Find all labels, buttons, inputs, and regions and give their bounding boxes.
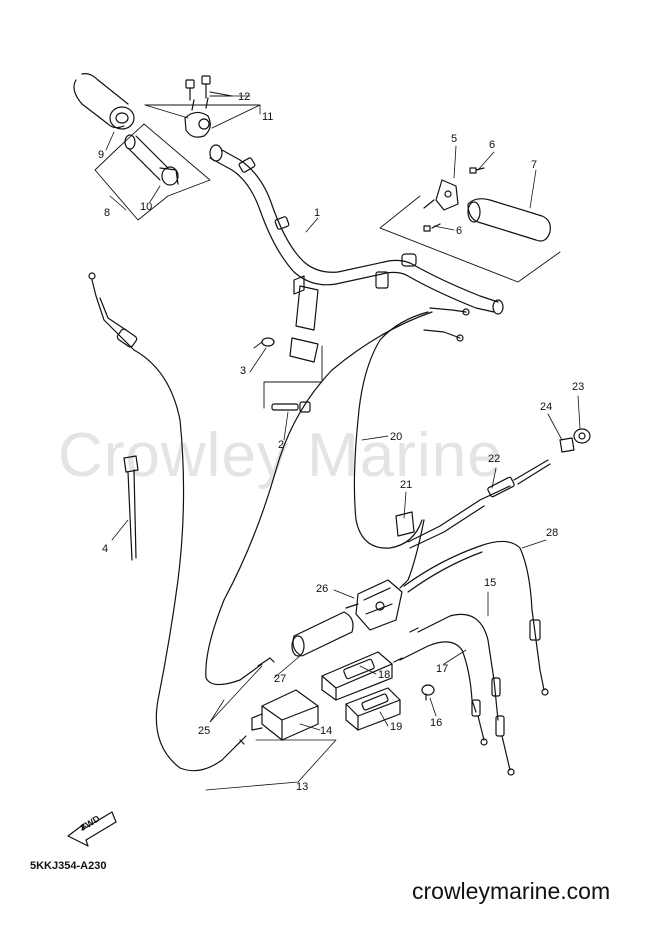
- handlebar: [209, 144, 504, 315]
- callout-4: 4: [102, 543, 109, 555]
- shift-cable-loop: [353, 307, 470, 549]
- junction-box-26: [345, 579, 403, 631]
- site-url: crowleymarine.com: [412, 878, 611, 904]
- callout-6a: 6: [489, 139, 496, 151]
- callout-6b: 6: [456, 225, 463, 237]
- callout-24: 24: [540, 401, 553, 413]
- cables-15-17: [393, 613, 515, 776]
- callout-9: 9: [98, 149, 105, 161]
- callout-18: 18: [378, 669, 391, 681]
- leader-lines: [105, 95, 581, 791]
- callout-19: 19: [390, 721, 403, 733]
- callout-25: 25: [198, 725, 211, 737]
- callout-13: 13: [296, 781, 309, 793]
- cable-tie: [123, 455, 139, 561]
- callout-5: 5: [451, 133, 458, 145]
- long-cable-25: [205, 311, 433, 686]
- callout-8: 8: [104, 207, 111, 219]
- cylinder-27: [291, 611, 354, 657]
- diagram-code: 5KKJ354-A230: [30, 860, 107, 872]
- callout-14: 14: [320, 725, 333, 737]
- callout-21: 21: [400, 479, 413, 491]
- bolt-16: [421, 684, 435, 701]
- callout-3: 3: [240, 365, 247, 377]
- adapter-14: [251, 689, 319, 741]
- push-pull-cable: [399, 459, 551, 589]
- callout-1: 1: [314, 207, 321, 219]
- fittings-23-24: [559, 428, 591, 453]
- callout-16: 16: [430, 717, 443, 729]
- callout-22: 22: [488, 453, 501, 465]
- callout-27: 27: [274, 673, 287, 685]
- callout-15: 15: [484, 577, 497, 589]
- callout-20: 20: [390, 431, 403, 443]
- cable-holder-clamp: [253, 275, 323, 413]
- throttle-cable: [88, 272, 247, 772]
- callout-28: 28: [546, 527, 559, 539]
- fwd-arrow: [67, 811, 117, 847]
- callout-26: 26: [316, 583, 329, 595]
- callout-23: 23: [572, 381, 585, 393]
- block-19: [345, 687, 401, 731]
- left-grip-assembly: [73, 73, 261, 221]
- callout-11: 11: [262, 111, 274, 123]
- right-grip-assembly: [379, 167, 561, 283]
- callout-7: 7: [531, 159, 538, 171]
- block-18: [321, 651, 393, 701]
- callout-10: 10: [140, 201, 153, 213]
- callout-2: 2: [278, 439, 285, 451]
- callout-17: 17: [436, 663, 449, 675]
- cable-28: [403, 540, 549, 696]
- callout-12: 12: [238, 91, 251, 103]
